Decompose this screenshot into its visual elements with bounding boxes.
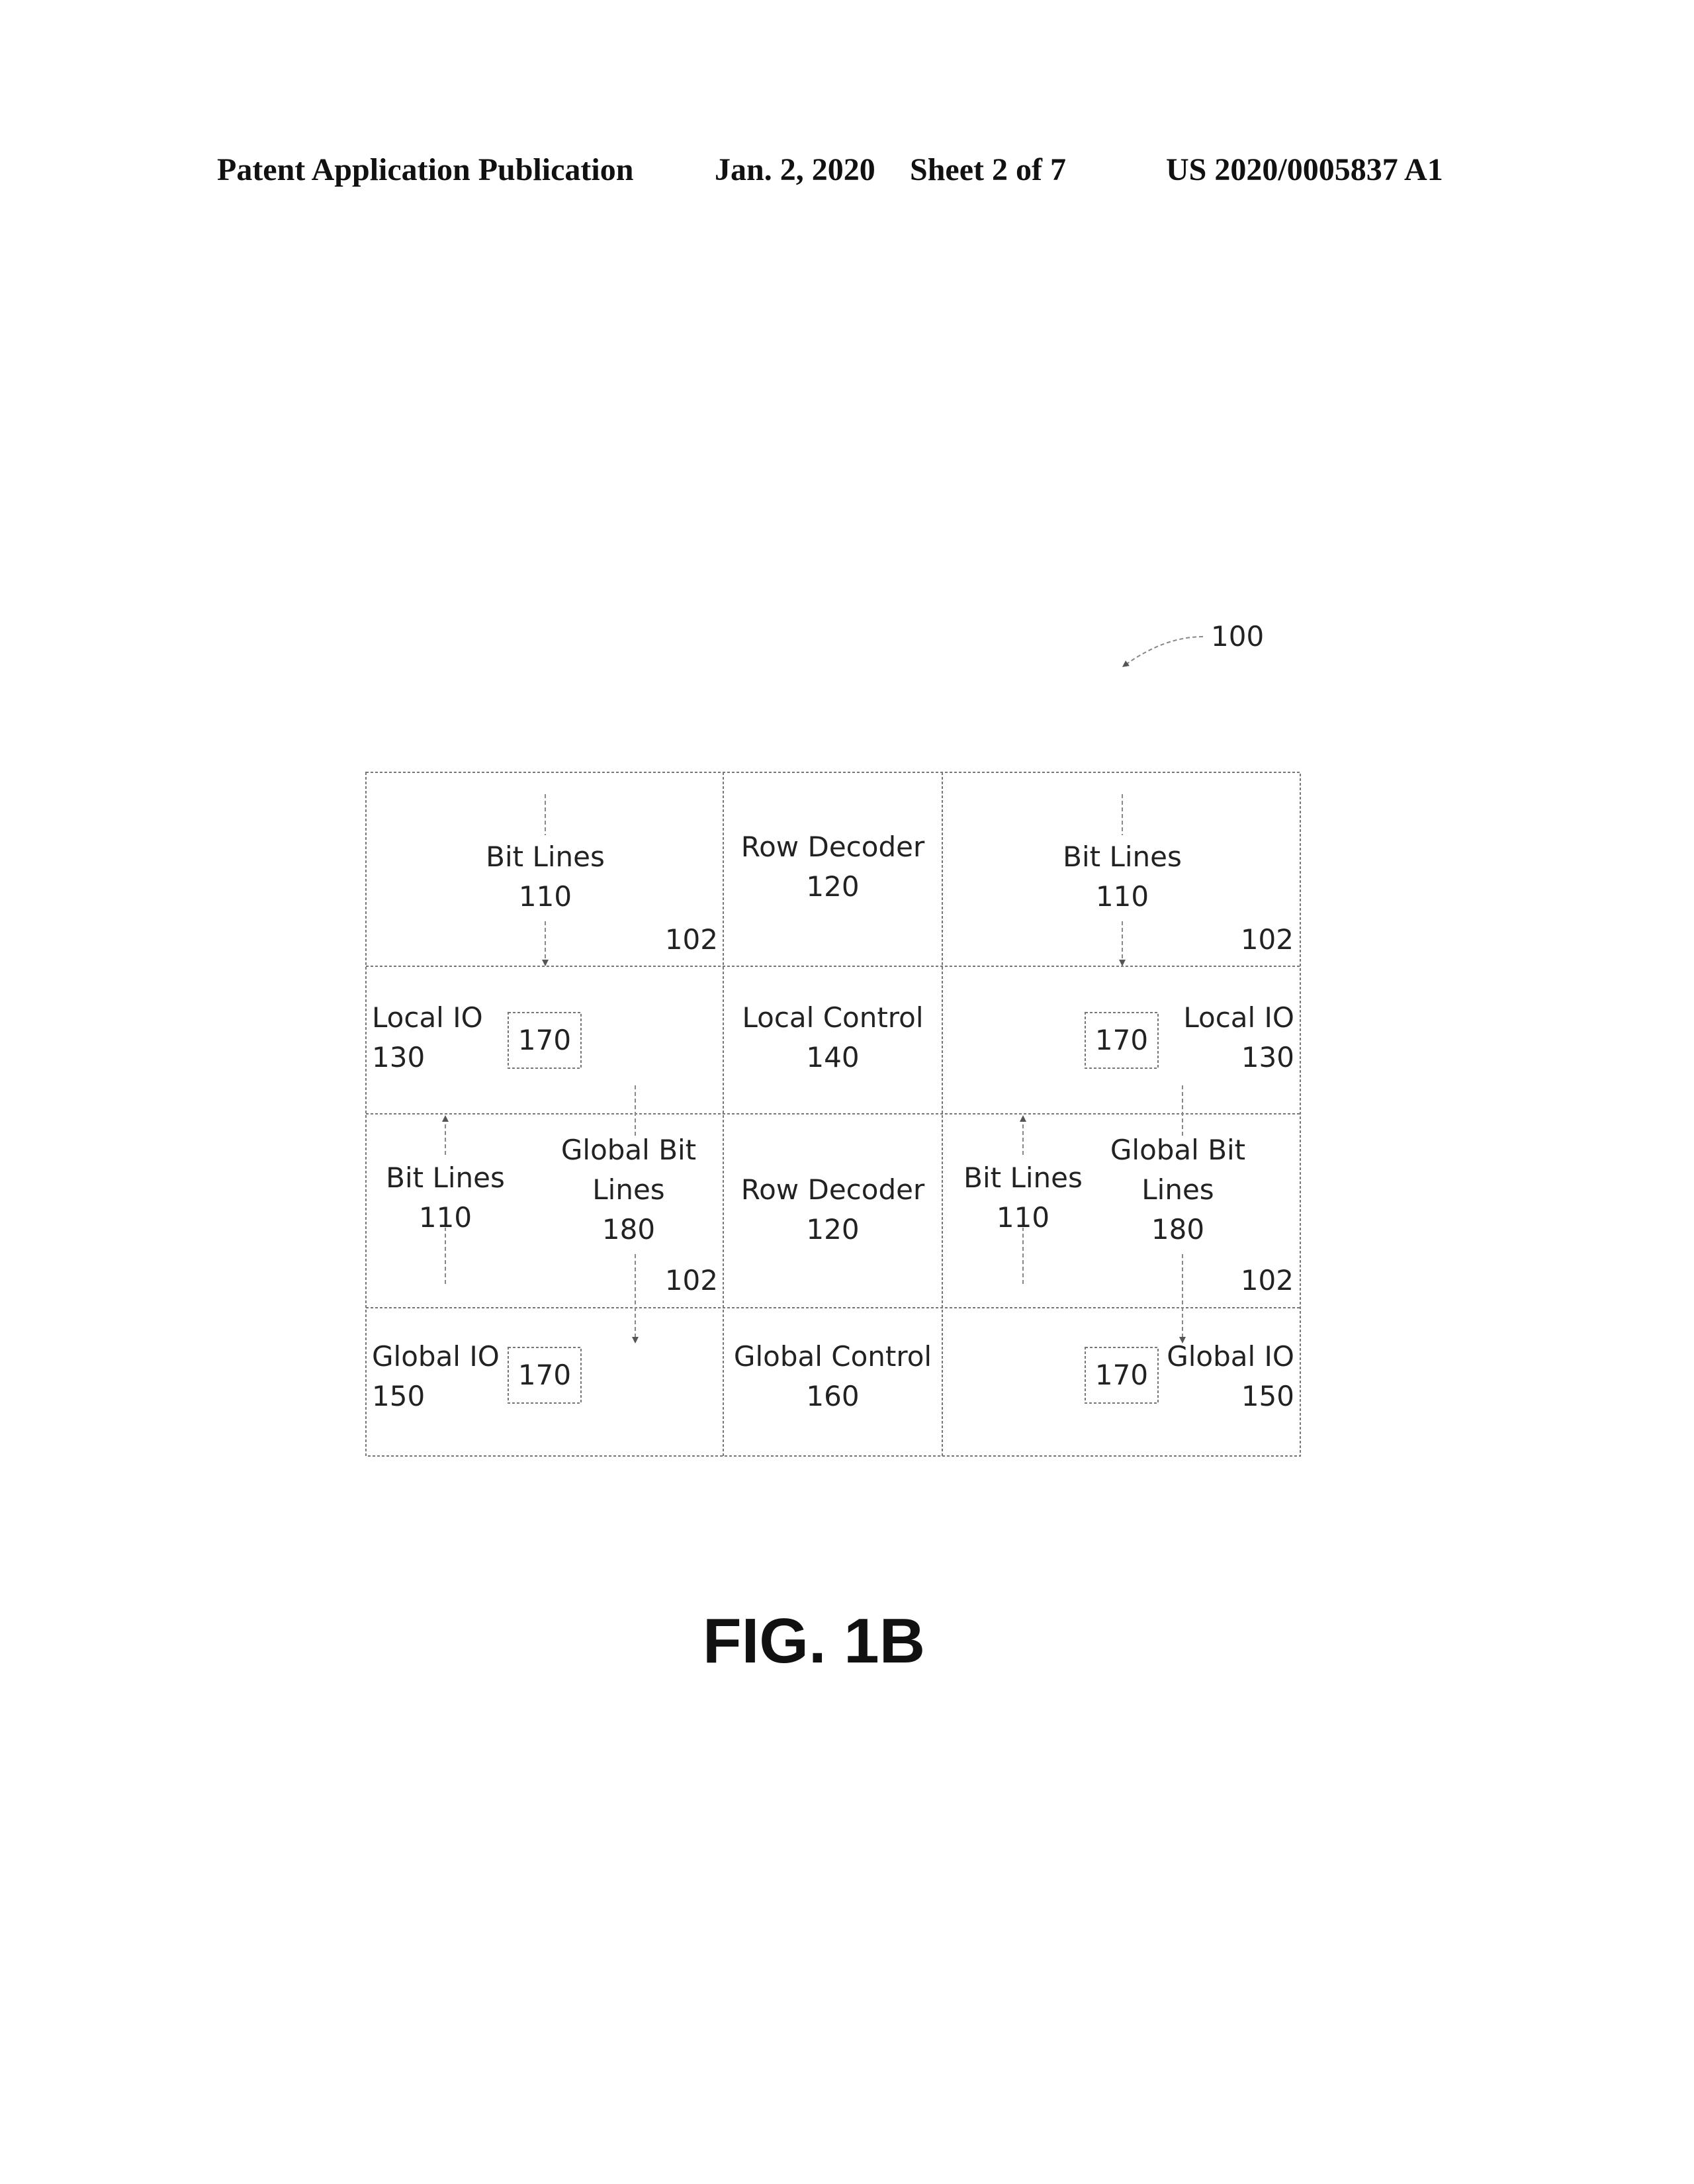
bitlines-mr-title: Bit Lines <box>963 1161 1083 1194</box>
header-patent-number: US 2020/0005837 A1 <box>1166 152 1443 187</box>
local-control-number: 140 <box>806 1041 860 1073</box>
bitlines-tr-title: Bit Lines <box>1063 841 1182 873</box>
global-io-right-box-label: 170 <box>1094 1359 1149 1391</box>
global-bitlines-r-line2: Lines <box>1141 1173 1214 1206</box>
global-bitlines-l-ref: 102 <box>664 1264 718 1297</box>
global-bitlines-l-line1: Global Bit <box>560 1134 697 1166</box>
global-io-left-title: Global IO <box>372 1340 500 1373</box>
global-bitlines-l-number: 180 <box>602 1213 656 1246</box>
header-date: Jan. 2, 2020 <box>715 152 875 187</box>
local-io-left-number: 130 <box>372 1041 425 1073</box>
bitlines-ml-title: Bit Lines <box>386 1161 505 1194</box>
local-control-title: Local Control <box>742 1001 924 1034</box>
global-io-left-box-label: 170 <box>517 1359 572 1391</box>
bitlines-tr-number: 110 <box>1095 880 1149 913</box>
global-control-title: Global Control <box>733 1340 932 1373</box>
local-io-right-title: Local IO <box>1183 1001 1294 1034</box>
local-io-left-box-label: 170 <box>517 1024 572 1056</box>
box-170-local-right <box>1085 1012 1159 1069</box>
row-decoder-mid-number: 120 <box>806 1213 860 1246</box>
bitlines-tr-ref: 102 <box>1240 923 1294 956</box>
diagram-outer-frame <box>365 772 1301 1457</box>
row-decoder-top-number: 120 <box>806 870 860 903</box>
global-bitlines-r-line1: Global Bit <box>1110 1134 1246 1166</box>
figure-label: FIG. 1B <box>702 1606 926 1676</box>
box-170-global-left <box>508 1347 582 1404</box>
row-decoder-mid-title: Row Decoder <box>740 1173 925 1206</box>
global-bitlines-l-line2: Lines <box>592 1173 665 1206</box>
local-io-right-box-label: 170 <box>1094 1024 1149 1056</box>
bitlines-tl-ref: 102 <box>664 923 718 956</box>
local-io-left-title: Local IO <box>372 1001 483 1034</box>
bitlines-ml-number: 110 <box>418 1201 472 1234</box>
box-170-global-right <box>1085 1347 1159 1404</box>
global-io-left-number: 150 <box>372 1380 425 1412</box>
local-io-right-number: 130 <box>1241 1041 1294 1073</box>
global-io-right-title: Global IO <box>1167 1340 1294 1373</box>
bitlines-tl-number: 110 <box>518 880 572 913</box>
box-170-local-left <box>508 1012 582 1069</box>
bitlines-mr-number: 110 <box>996 1201 1050 1234</box>
global-bitlines-r-number: 180 <box>1151 1213 1205 1246</box>
header-publication: Patent Application Publication <box>217 152 634 187</box>
global-bitlines-r-ref: 102 <box>1240 1264 1294 1297</box>
bitlines-tl-title: Bit Lines <box>486 841 605 873</box>
row-decoder-top-title: Row Decoder <box>740 831 925 863</box>
reference-100-leader <box>1122 636 1204 667</box>
global-control-number: 160 <box>806 1380 860 1412</box>
reference-100: 100 <box>1211 620 1265 653</box>
global-io-right-number: 150 <box>1241 1380 1294 1412</box>
header-sheet: Sheet 2 of 7 <box>910 152 1066 187</box>
